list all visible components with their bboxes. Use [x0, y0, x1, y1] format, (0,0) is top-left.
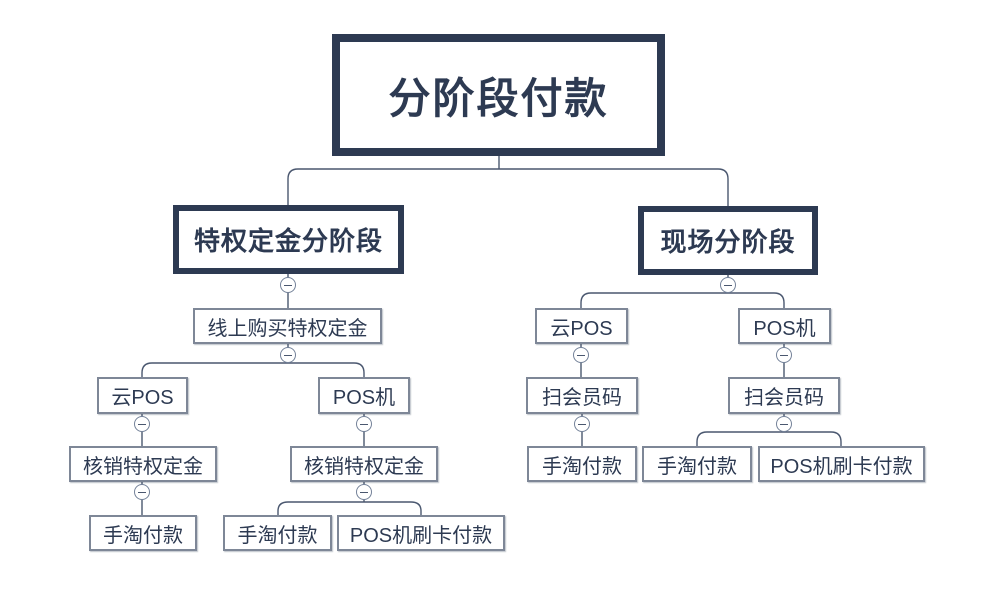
node-online-purchase-deposit[interactable]: 线上购买特权定金	[193, 308, 382, 344]
connector-onsite-split	[580, 292, 785, 309]
collapse-icon[interactable]	[356, 416, 372, 432]
collapse-icon[interactable]	[776, 416, 792, 432]
node-onsite-pos-machine[interactable]: POS机	[738, 308, 831, 344]
node-privilege-taobao-pay-pos[interactable]: 手淘付款	[223, 515, 332, 551]
collapse-icon[interactable]	[574, 416, 590, 432]
node-onsite-stage[interactable]: 现场分阶段	[638, 206, 818, 275]
node-onsite-taobao-pay-cloud[interactable]: 手淘付款	[527, 446, 637, 482]
node-redeem-deposit-pos[interactable]: 核销特权定金	[290, 446, 438, 482]
collapse-icon[interactable]	[720, 277, 736, 293]
collapse-icon[interactable]	[776, 347, 792, 363]
connector-os-scan-pos-split	[696, 431, 842, 447]
collapse-icon[interactable]	[280, 277, 296, 293]
collapse-icon[interactable]	[280, 347, 296, 363]
node-scan-member-code-cloud[interactable]: 扫会员码	[526, 377, 638, 414]
node-privilege-pos-swipe-pay[interactable]: POS机刷卡付款	[337, 515, 505, 551]
node-privilege-taobao-pay-cloud[interactable]: 手淘付款	[89, 515, 197, 551]
node-redeem-deposit-cloud[interactable]: 核销特权定金	[69, 446, 217, 482]
node-privilege-stage[interactable]: 特权定金分阶段	[173, 205, 404, 274]
node-onsite-taobao-pay-pos[interactable]: 手淘付款	[642, 446, 752, 482]
node-onsite-cloud-pos[interactable]: 云POS	[535, 308, 628, 344]
node-scan-member-code-pos[interactable]: 扫会员码	[728, 377, 840, 414]
collapse-icon[interactable]	[356, 484, 372, 500]
connector-pd-redeem-pos-split	[277, 501, 422, 516]
collapse-icon[interactable]	[134, 416, 150, 432]
connector-online-split	[141, 362, 365, 378]
node-onsite-pos-swipe-pay[interactable]: POS机刷卡付款	[758, 446, 925, 482]
node-root[interactable]: 分阶段付款	[332, 34, 665, 156]
connector-root-split	[287, 168, 729, 207]
collapse-icon[interactable]	[134, 484, 150, 500]
collapse-icon[interactable]	[573, 347, 589, 363]
node-privilege-cloud-pos[interactable]: 云POS	[97, 377, 188, 414]
node-privilege-pos-machine[interactable]: POS机	[318, 377, 410, 414]
